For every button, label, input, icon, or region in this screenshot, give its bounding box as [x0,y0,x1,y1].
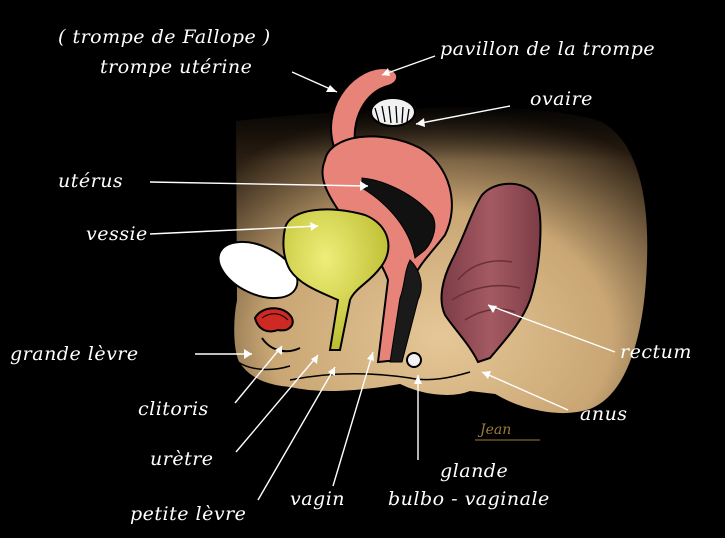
leader-lines [149,55,616,501]
leader-arrowheads [244,68,497,384]
bartholin-gland [406,352,422,368]
label-trompe-uterine: trompe utérine [100,56,253,78]
ovary [370,97,416,127]
artist-signature: Jean [480,422,512,438]
label-uretre: urètre [150,448,214,470]
label-grande-levre: grande lèvre [10,343,139,365]
fallopian-tube [330,66,398,151]
clitoris-body [253,307,294,333]
label-uterus: utérus [58,170,124,192]
label-bulbo-vaginale: bulbo - vaginale [388,488,550,510]
label-vagin: vagin [290,488,346,510]
label-clitoris: clitoris [138,398,209,420]
label-petite-levre: petite lèvre [130,503,247,525]
label-rectum: rectum [620,341,692,363]
rectum [440,182,542,364]
label-pavillon: pavillon de la trompe [440,38,656,60]
label-trompe-fallope: ( trompe de Fallope ) [58,26,271,48]
uterine-cavity [361,177,436,259]
bladder [282,208,390,351]
label-anus: anus [580,403,628,425]
vagina [389,259,422,363]
label-ovaire: ovaire [530,88,593,110]
pubic-bone [217,240,299,300]
label-vessie: vessie [86,223,148,245]
label-glande: glande [440,460,509,482]
